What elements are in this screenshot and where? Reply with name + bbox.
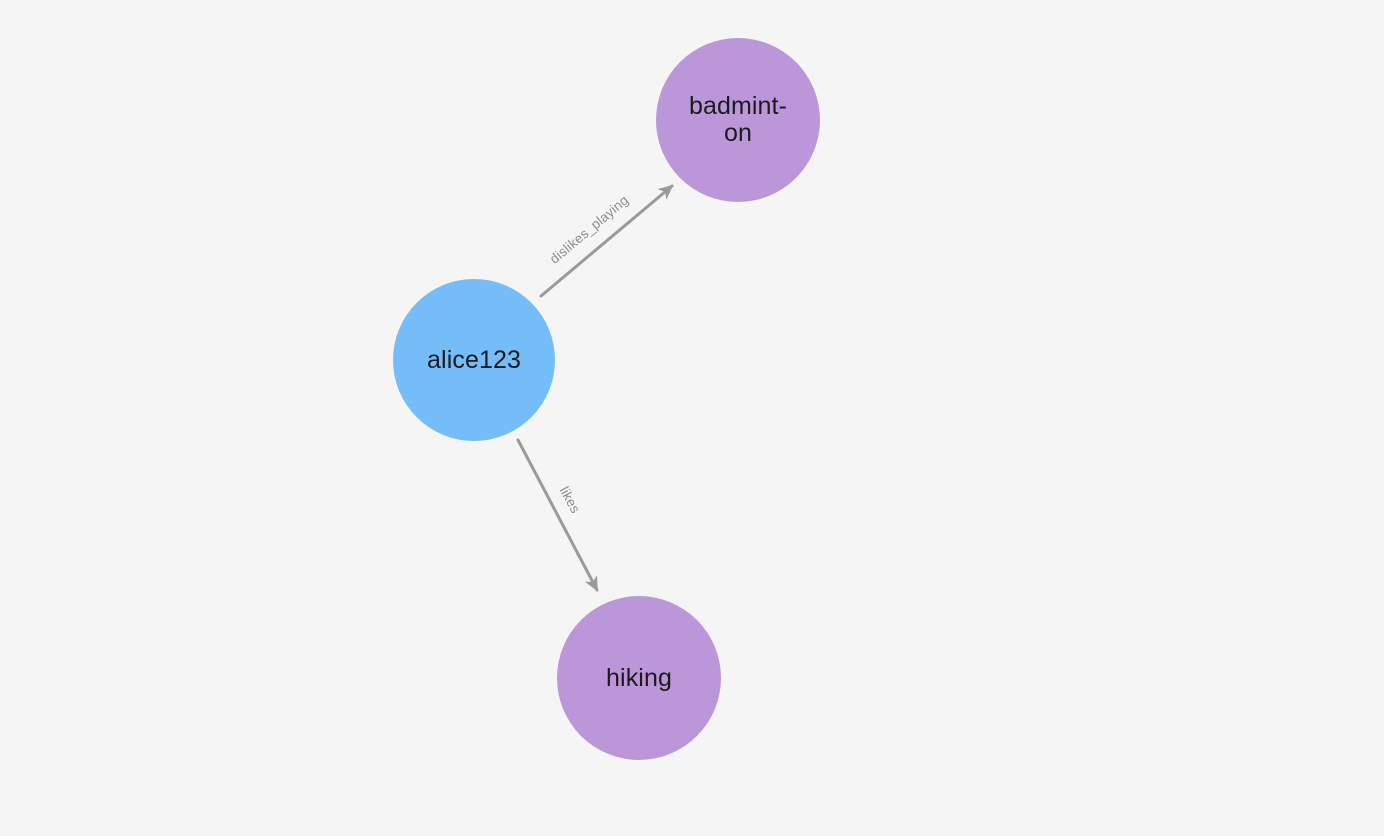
node-label-alice123: alice123	[427, 345, 521, 374]
graph-node-badminton[interactable]: badmint- on	[656, 38, 820, 202]
edge-dislikes-playing[interactable]: dislikes_playing	[539, 184, 674, 298]
node-label-hiking: hiking	[606, 663, 672, 692]
graph-node-alice123[interactable]: alice123	[393, 279, 555, 441]
edge-likes[interactable]: likes	[516, 438, 599, 592]
node-label-badminton: badmint- on	[688, 92, 788, 147]
graph-node-hiking[interactable]: hiking	[557, 596, 721, 760]
edge-line-dislikes-playing	[539, 184, 674, 298]
edge-label-likes: likes	[557, 484, 583, 516]
edge-line-likes	[516, 438, 599, 592]
